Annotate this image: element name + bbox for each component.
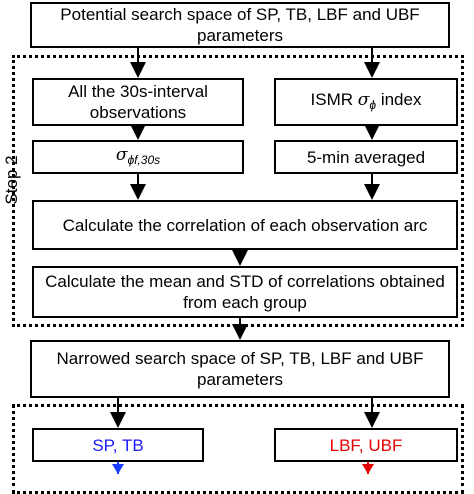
connector-arrows	[110, 48, 380, 474]
narrowed-search-space-text: Narrowed search space of SP, TB, LBF and…	[56, 349, 424, 389]
five-min-averaged-text: 5-min averaged	[306, 147, 426, 167]
correlation-box: Calculate the correlation of each observ…	[32, 200, 458, 250]
sigma-30s-text: σϕf,30s	[116, 144, 160, 171]
mean-std-text: Calculate the mean and STD of correlatio…	[45, 272, 445, 312]
five-min-averaged-box: 5-min averaged	[274, 140, 458, 174]
ismr-index-text: ISMR σϕ index	[311, 89, 422, 116]
sp-tb-box: SP, TB	[32, 428, 204, 462]
obs-30s-box: All the 30s-interval observations	[32, 78, 244, 126]
sp-tb-text: SP, TB	[92, 435, 144, 455]
ismr-sigma: σ	[357, 89, 370, 110]
lbf-ubf-text: LBF, UBF	[329, 435, 403, 455]
sigma-symbol: σ	[115, 144, 128, 165]
ismr-sigma-sub: ϕ	[369, 97, 377, 112]
sigma-subscript: ϕf,30s	[127, 152, 161, 167]
ismr-prefix: ISMR	[310, 89, 354, 109]
potential-search-space-text: Potential search space of SP, TB, LBF an…	[60, 5, 420, 45]
lbf-ubf-box: LBF, UBF	[274, 428, 458, 462]
arrow-sptb-head	[112, 464, 124, 474]
potential-search-space-box: Potential search space of SP, TB, LBF an…	[30, 2, 450, 48]
sigma-30s-box: σϕf,30s	[32, 140, 244, 174]
ismr-index-box: ISMR σϕ index	[274, 78, 458, 126]
correlation-text: Calculate the correlation of each observ…	[62, 215, 428, 235]
ismr-suffix: index	[380, 89, 422, 109]
arrow-lbf-head	[362, 464, 374, 474]
mean-std-box: Calculate the mean and STD of correlatio…	[32, 266, 458, 318]
obs-30s-text: All the 30s-interval observations	[68, 82, 208, 122]
narrowed-search-space-box: Narrowed search space of SP, TB, LBF and…	[30, 340, 450, 398]
